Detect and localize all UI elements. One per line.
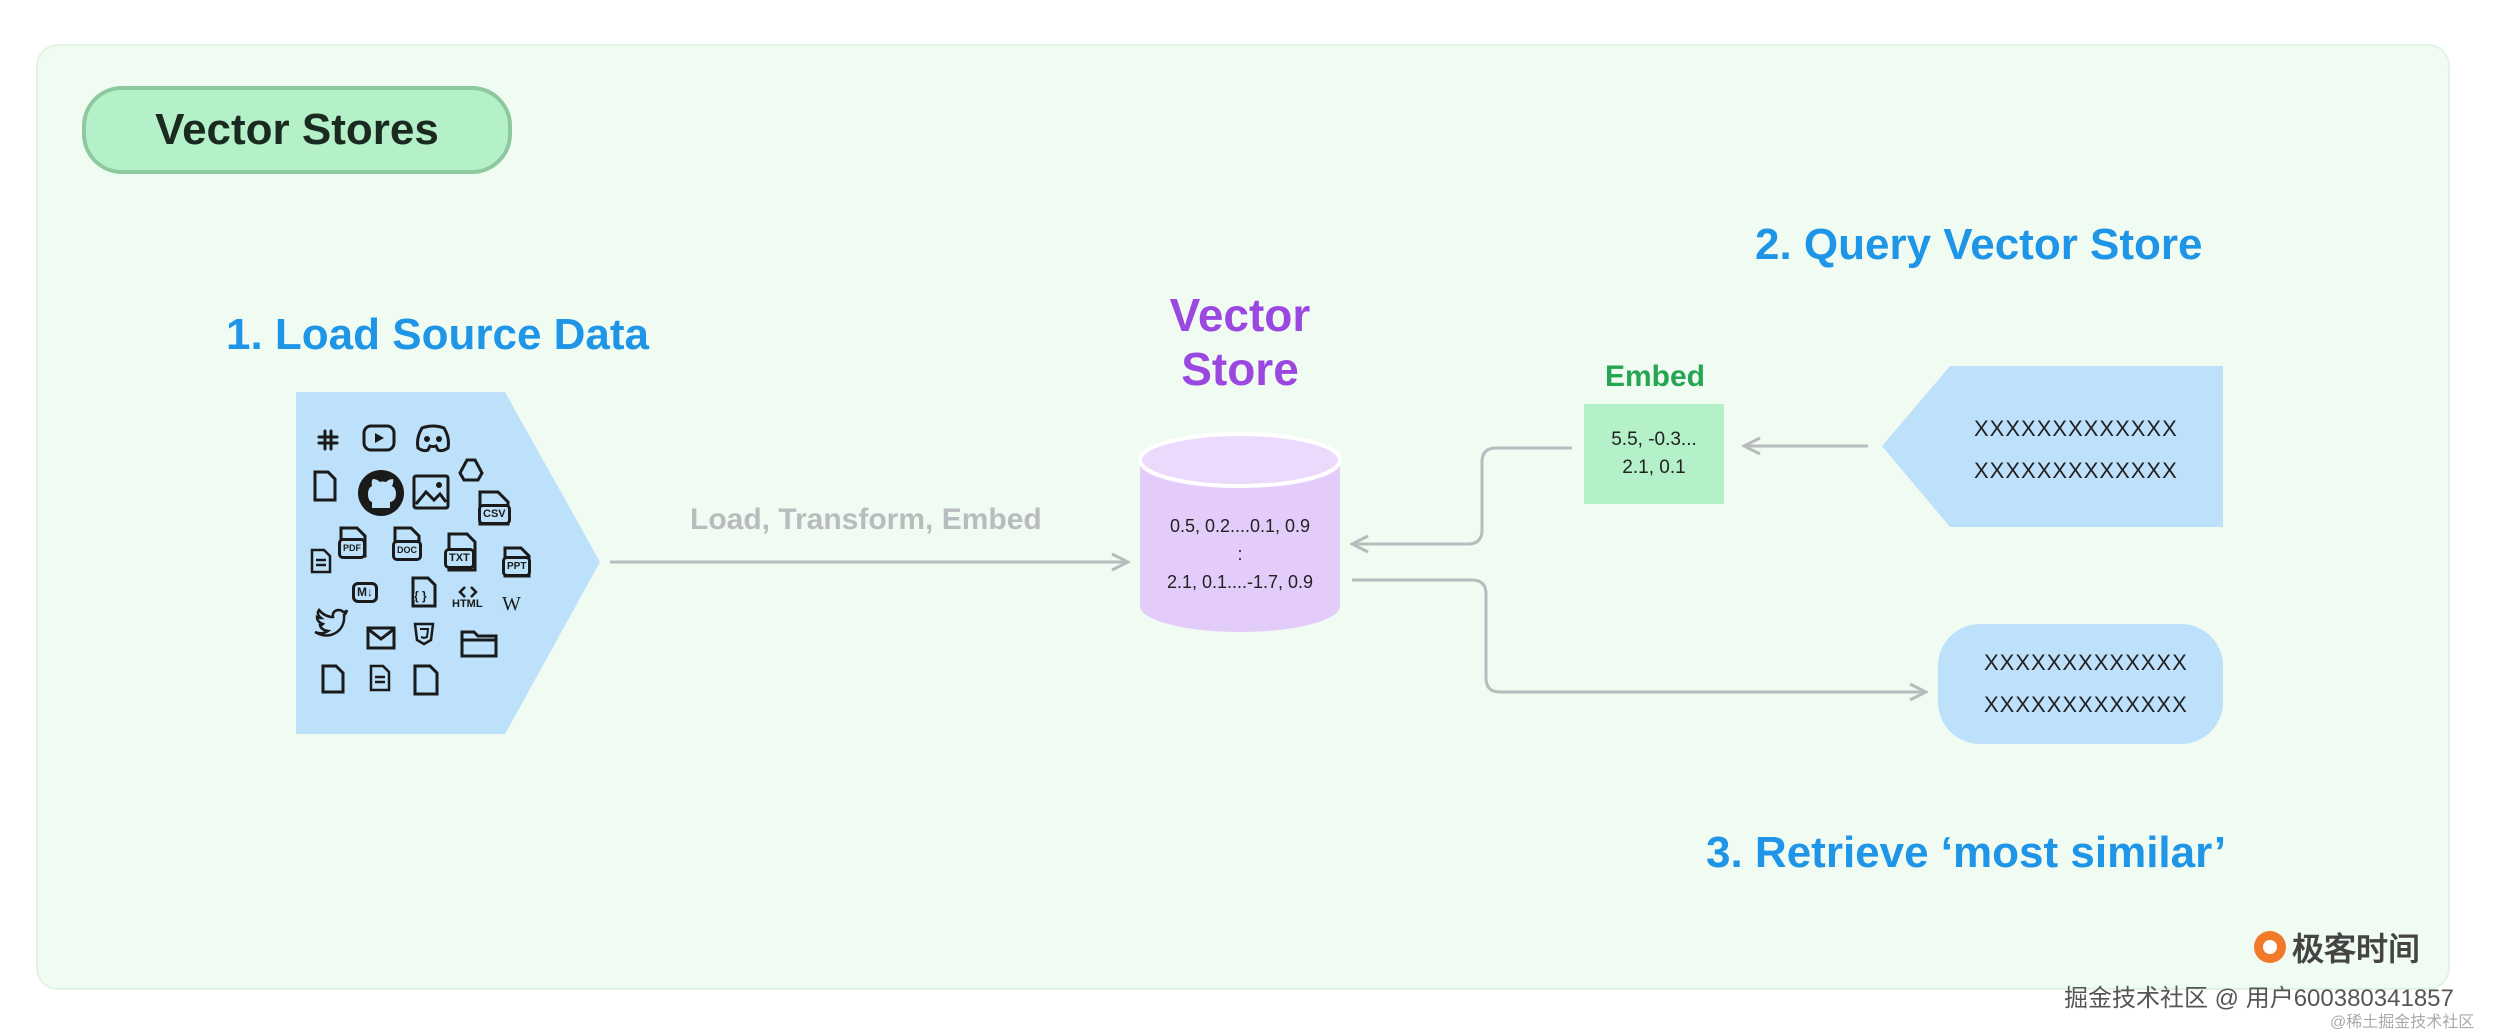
json-icon: { } xyxy=(414,589,427,603)
txt-icon-tag: TXT xyxy=(444,548,475,569)
store-to-result-arrow xyxy=(1352,578,1926,692)
step-load-source-data: 1. Load Source Data xyxy=(226,310,650,359)
query-line2: XXXXXXXXXXXXX xyxy=(1974,458,2178,483)
embed-to-store-arrow xyxy=(1352,446,1572,544)
markdown-icon: M↓ xyxy=(352,582,378,603)
file-icon xyxy=(312,470,338,502)
vector-row-ellipsis: : xyxy=(1237,544,1243,564)
discord-icon xyxy=(414,424,452,454)
image-icon xyxy=(412,474,450,510)
embed-label: Embed xyxy=(1604,360,1706,393)
youtube-icon xyxy=(362,424,396,452)
json-file-icon xyxy=(410,576,438,608)
css-icon xyxy=(412,622,436,646)
brand-logo-text: 极客时间 xyxy=(2292,931,2421,967)
vector-store-contents: 0.5, 0.2....0.1, 0.9 : 2.1, 0.1....-1.7,… xyxy=(1140,512,1340,596)
result-box xyxy=(1938,624,2223,744)
twitter-icon xyxy=(312,608,348,640)
pdf-icon-tag: PDF xyxy=(338,538,366,559)
vector-store-label-line2: Store xyxy=(1181,343,1299,395)
watermark-subtext: @稀土掘金技术社区 xyxy=(2330,1014,2475,1031)
email-icon xyxy=(366,626,396,650)
embed-vector-line2: 2.1, 0.1 xyxy=(1622,457,1686,478)
embed-box: 5.5, -0.3... 2.1, 0.1 xyxy=(1584,404,1724,504)
ppt-icon-tag: PPT xyxy=(502,556,532,577)
result-line1: XXXXXXXXXXXXX xyxy=(1984,650,2188,675)
watermark-text: 掘金技术社区 @ 用户600380341857 xyxy=(2064,985,2454,1012)
vector-row-2: 2.1, 0.1....-1.7, 0.9 xyxy=(1166,572,1314,592)
brand-logo-icon xyxy=(2254,931,2286,963)
result-line2: XXXXXXXXXXXXX xyxy=(1984,692,2188,717)
embed-vector-line1: 5.5, -0.3... xyxy=(1611,429,1697,450)
page-file-icon xyxy=(412,664,440,696)
step-query-vector-store: 2. Query Vector Store xyxy=(1755,220,2203,269)
step-retrieve-most-similar: 3. Retrieve ‘most similar’ xyxy=(1706,828,2227,877)
csv-icon-tag: CSV xyxy=(478,504,511,525)
text-file-icon xyxy=(368,664,392,692)
vector-store-label-line1: Vector xyxy=(1169,289,1311,341)
result-text: XXXXXXXXXXXXX XXXXXXXXXXXXX xyxy=(1984,642,2188,726)
doc-icon-tag: DOC xyxy=(392,540,422,561)
html-icon: HTML xyxy=(452,598,483,611)
slack-icon xyxy=(316,428,340,452)
vector-store-cylinder xyxy=(1138,432,1342,632)
query-text: XXXXXXXXXXXXX XXXXXXXXXXXXX xyxy=(1974,408,2178,492)
page-title: Vector Stores xyxy=(82,86,512,174)
query-input-shape xyxy=(1882,366,2223,527)
code-icon xyxy=(458,586,478,598)
load-transform-embed-label: Load, Transform, Embed xyxy=(690,503,1042,536)
document-icon xyxy=(310,548,332,574)
google-drive-icon xyxy=(458,458,484,482)
wikipedia-icon: W xyxy=(502,593,521,615)
folder-icon xyxy=(460,628,498,658)
query-line1: XXXXXXXXXXXXX xyxy=(1974,416,2178,441)
brand-logo: 极客时间 xyxy=(2254,924,2420,970)
github-icon xyxy=(356,468,406,518)
blank-file-icon xyxy=(320,664,346,694)
vector-row-1: 0.5, 0.2....0.1, 0.9 xyxy=(1169,516,1311,536)
vector-store-label: Vector Store xyxy=(1130,288,1350,396)
